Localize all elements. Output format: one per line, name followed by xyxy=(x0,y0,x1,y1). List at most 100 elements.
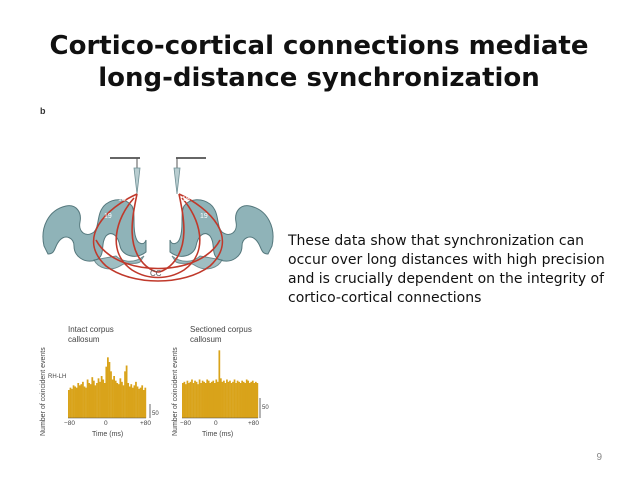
histogram-bar xyxy=(194,380,196,418)
histogram-bar xyxy=(218,350,221,418)
histogram-intact: Number of coincident events Intact corpu… xyxy=(40,325,159,438)
histogram-bar xyxy=(206,379,209,418)
hist-intact-scale: 50 xyxy=(152,411,159,417)
histogram-bar xyxy=(99,381,101,418)
histogram-bar xyxy=(232,381,234,418)
histogram-bar xyxy=(245,379,248,418)
histogram-sectioned: Number of coincident events Sectioned co… xyxy=(172,325,269,438)
histogram-bar xyxy=(188,383,190,418)
histogram-bar xyxy=(236,380,239,418)
panel-letter: b xyxy=(40,106,46,116)
histogram-bar xyxy=(201,380,204,418)
electrode-right xyxy=(173,157,206,195)
histogram-bar xyxy=(204,383,207,418)
histogram-bar xyxy=(85,387,87,418)
histogram-bar xyxy=(223,380,225,418)
histogram-bar xyxy=(136,386,139,418)
histogram-bar xyxy=(144,387,147,418)
histogram-bar xyxy=(141,385,144,418)
histogram-bar xyxy=(117,384,120,418)
histogram-bar xyxy=(69,387,72,418)
hist-sectioned-ylabel: Number of coincident events xyxy=(172,347,179,436)
page-number: 9 xyxy=(596,452,602,463)
histogram-bar xyxy=(121,381,123,418)
histogram-bar xyxy=(198,379,201,418)
histogram-bar xyxy=(185,384,187,418)
histogram-bar xyxy=(133,385,136,418)
electrode-left xyxy=(110,157,141,195)
histogram-bar xyxy=(253,383,256,418)
histogram-bar xyxy=(247,380,250,418)
histogram-bar xyxy=(226,379,228,418)
histogram-bar xyxy=(233,379,236,418)
histogram-bar xyxy=(256,383,259,418)
hist-sectioned-bars xyxy=(182,350,259,419)
histogram-bar xyxy=(94,385,97,418)
histogram-bar xyxy=(127,383,130,418)
histogram-bar xyxy=(200,383,202,418)
histogram-bar xyxy=(197,384,199,418)
histogram-bar xyxy=(110,371,112,418)
area-19-left-label: 19 xyxy=(104,213,112,220)
hist-intact-title-line2: callosum xyxy=(68,335,100,344)
hist-sectioned-title-line2: callosum xyxy=(190,335,222,344)
histogram-bar xyxy=(124,371,126,418)
hist-intact-title-line1: Intact corpus xyxy=(68,325,114,334)
histogram-bar xyxy=(203,381,205,418)
brain-cross-section-illustration: 18 18 19 19 17 17 CC xyxy=(42,157,274,282)
hist-intact-tick-left: −80 xyxy=(64,420,75,427)
histogram-bar xyxy=(207,380,210,418)
histogram-bar xyxy=(195,381,198,418)
histogram-bar xyxy=(212,380,215,418)
slide-title: Cortico-cortical connections mediate lon… xyxy=(49,31,589,93)
hist-intact-bars xyxy=(68,357,147,419)
histogram-bar xyxy=(138,388,140,418)
histogram-bar xyxy=(89,384,92,418)
area-18-right-label: 18 xyxy=(182,196,190,203)
histogram-bar xyxy=(111,379,114,418)
histogram-bar xyxy=(209,383,212,418)
histogram-bar xyxy=(71,388,73,418)
hist-sectioned-tick-left: −80 xyxy=(180,420,191,427)
histogram-bar xyxy=(102,379,105,418)
histogram-bar xyxy=(210,381,213,418)
histogram-bar xyxy=(235,383,237,418)
hist-sectioned-xlabel: Time (ms) xyxy=(202,431,233,438)
hist-intact-series-label: RH-LH xyxy=(48,374,66,380)
histogram-bar xyxy=(92,380,95,418)
histogram-bar xyxy=(220,378,222,418)
histogram-bar xyxy=(82,381,84,418)
histogram-bar xyxy=(119,378,122,418)
histogram-bar xyxy=(230,383,233,418)
histogram-bar xyxy=(88,383,91,418)
histogram-bar xyxy=(189,381,192,418)
histogram-bar xyxy=(72,385,75,418)
histogram-bar xyxy=(116,383,119,418)
histogram-bar xyxy=(113,376,115,418)
area-17-right-label: 17 xyxy=(166,219,174,226)
histogram-bar xyxy=(142,390,145,418)
hist-sectioned-tick-mid: 0 xyxy=(214,420,218,427)
histogram-bar xyxy=(131,387,134,418)
histogram-bar xyxy=(100,376,103,418)
histogram-bar xyxy=(186,380,189,418)
histogram-bar xyxy=(215,379,218,418)
area-18-left-label: 18 xyxy=(118,196,126,203)
histogram-bar xyxy=(68,390,70,418)
histogram-bar xyxy=(250,381,253,418)
histogram-bar xyxy=(80,384,83,418)
histogram-bar xyxy=(103,383,106,418)
histogram-bar xyxy=(96,383,98,418)
histogram-bar xyxy=(86,379,89,418)
histogram-bar xyxy=(114,380,117,418)
histogram-bar xyxy=(241,380,243,418)
histogram-bar xyxy=(229,380,231,418)
histogram-bar xyxy=(251,380,254,418)
hist-intact-xlabel: Time (ms) xyxy=(92,431,123,438)
histogram-bar xyxy=(183,381,186,418)
area-17-left-label: 17 xyxy=(140,219,148,226)
histogram-bar xyxy=(239,383,242,418)
histogram-bar xyxy=(130,384,133,418)
area-19-right-label: 19 xyxy=(200,213,208,220)
